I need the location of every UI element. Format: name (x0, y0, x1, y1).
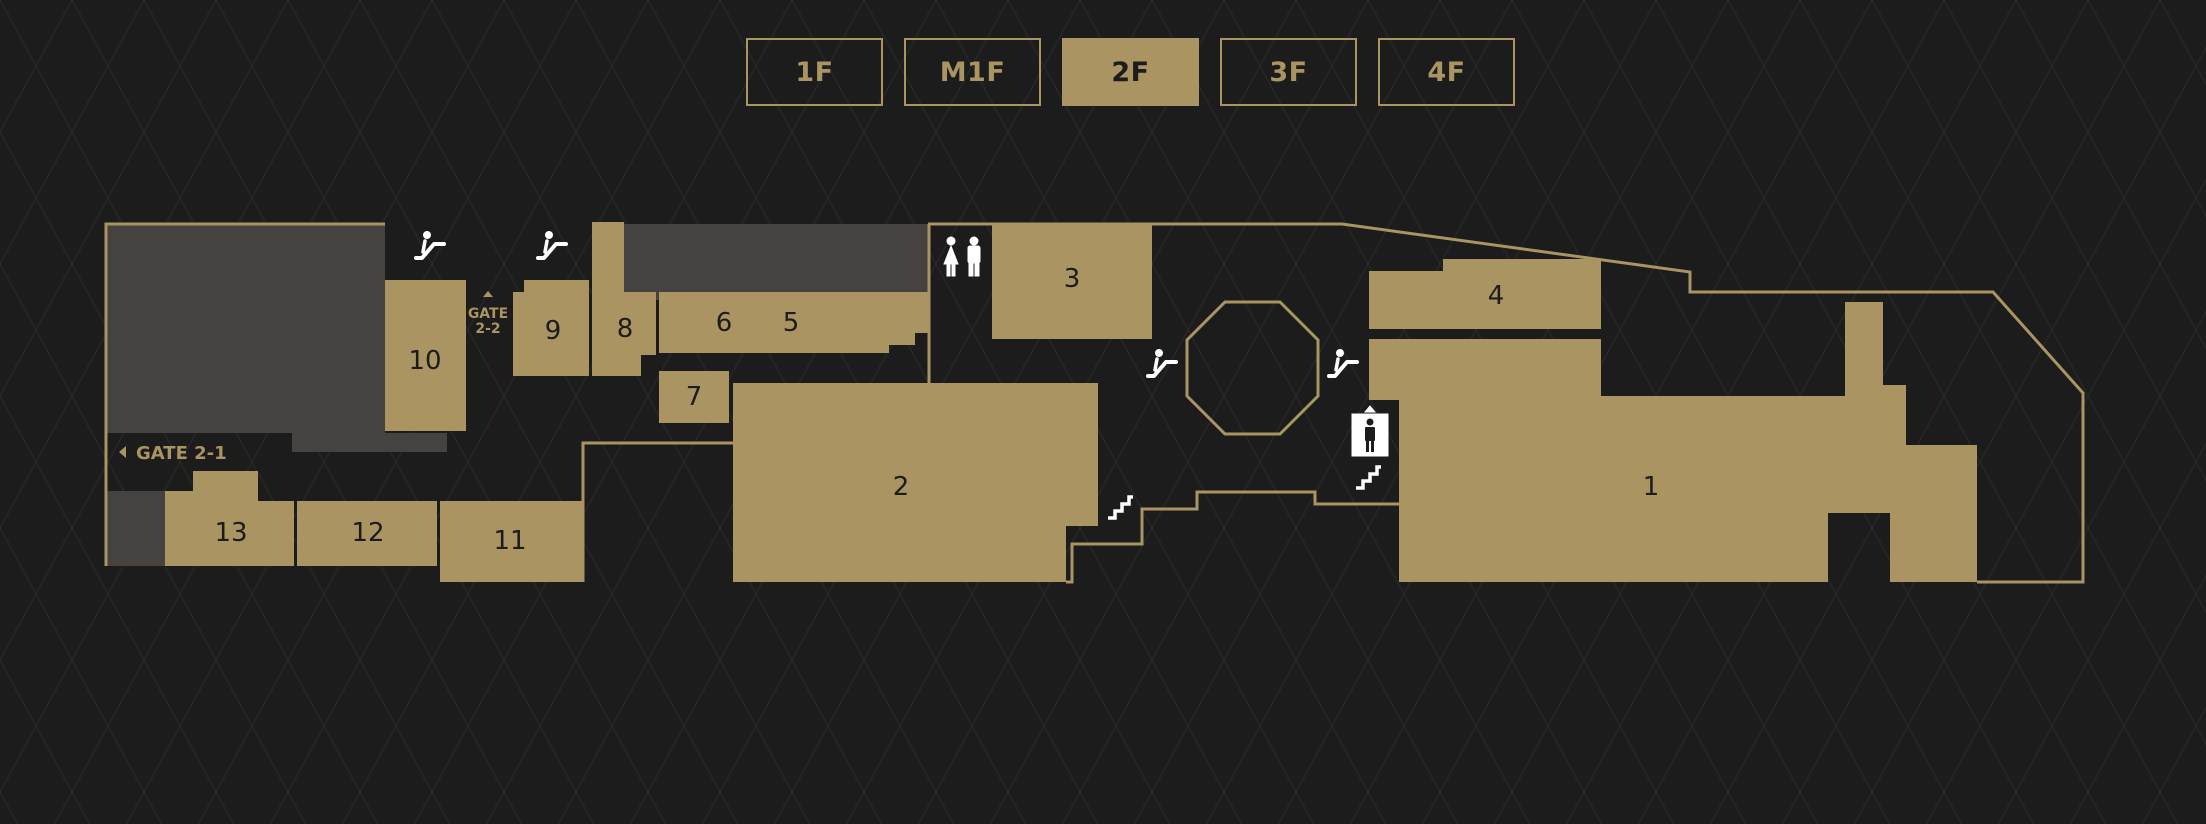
unit-7-shape[interactable] (659, 371, 729, 423)
gate-arrow-icon (119, 446, 126, 458)
unit-9-shape[interactable] (513, 280, 589, 376)
escalator-icon (414, 231, 446, 260)
unit-7-label: 7 (686, 382, 703, 412)
unit-13-shape[interactable] (165, 471, 294, 566)
unit-4-shape[interactable] (1369, 240, 1601, 329)
floor-tab-4f[interactable]: 4F (1378, 38, 1515, 106)
unit-5-label: 5 (783, 308, 800, 338)
unit-1-label: 1 (1643, 472, 1660, 502)
unit-4-label: 4 (1488, 281, 1505, 311)
building-outline (104, 222, 2085, 584)
unit-3-label: 3 (1064, 264, 1081, 294)
floor-selector: 1F M1F 2F 3F 4F (746, 38, 1515, 106)
unit-6-label: 6 (716, 308, 733, 338)
unit-2-shape[interactable] (733, 383, 1098, 582)
escalator-icon (1146, 349, 1178, 378)
gate-2-1-label: GATE 2-1 (136, 443, 227, 464)
unit-10-shape[interactable] (385, 280, 466, 431)
unit-6-5-shape[interactable] (659, 292, 928, 353)
floor-tab-2f[interactable]: 2F (1062, 38, 1199, 106)
unit-13-label: 13 (214, 518, 247, 548)
gate-2-1[interactable]: GATE 2-1 (119, 443, 227, 464)
gate-2-2-label-line2: 2-2 (475, 321, 500, 337)
unit-12-shape[interactable] (297, 501, 437, 566)
gate-2-2[interactable]: GATE 2-2 (468, 291, 508, 337)
stairs-icon (1356, 465, 1381, 490)
unit-12-label: 12 (351, 518, 384, 548)
restroom-icon (943, 236, 981, 277)
inactive-area-north (624, 224, 928, 300)
escalator-icon (536, 231, 568, 260)
unit-11-shape[interactable] (440, 501, 583, 582)
inactive-area-southwest (106, 491, 165, 566)
unit-3-shape[interactable] (992, 224, 1152, 339)
unit-8-shape[interactable] (592, 222, 656, 376)
floor-tab-3f[interactable]: 3F (1220, 38, 1357, 106)
unit-10-label: 10 (408, 346, 441, 376)
stairs-icon (1108, 495, 1133, 520)
unit-9-label: 9 (545, 316, 562, 346)
floor-tab-m1f[interactable]: M1F (904, 38, 1041, 106)
unit-2-label: 2 (893, 472, 910, 502)
unit-8-label: 8 (617, 314, 634, 344)
inactive-area-west (106, 224, 447, 452)
elevator-icon (1351, 405, 1389, 457)
unit-1-shape[interactable] (1369, 302, 1977, 582)
atrium-octagon (1185, 300, 1320, 436)
floor-tab-1f[interactable]: 1F (746, 38, 883, 106)
unit-11-label: 11 (493, 526, 526, 556)
escalator-icon (1327, 349, 1359, 378)
gate-arrow-icon (483, 291, 493, 297)
gate-2-2-label-line1: GATE (468, 306, 508, 322)
